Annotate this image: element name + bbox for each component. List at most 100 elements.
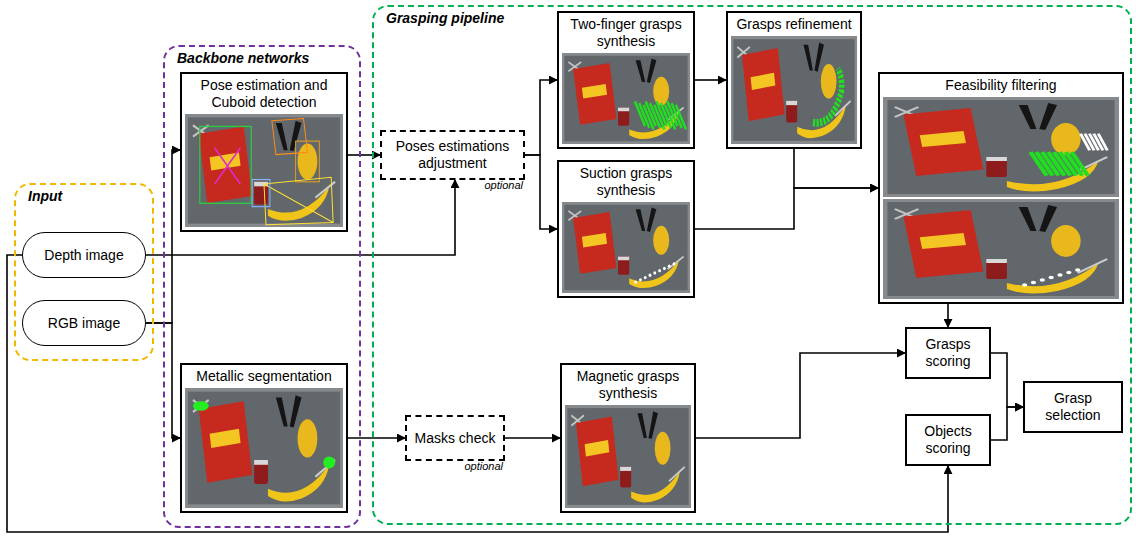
table-surface <box>565 405 691 508</box>
input-pill: RGB image <box>22 300 146 346</box>
mustard-bottle <box>655 432 671 465</box>
group-title: Grasping pipeline <box>386 10 504 27</box>
optional-step-box: Poses estimations adjustmentoptional <box>380 130 525 180</box>
soup-can-lid <box>620 467 631 471</box>
process-box: Two-finger grasps synthesis <box>557 11 695 149</box>
process-box: Suction grasps synthesis <box>557 160 695 298</box>
soup-can-lid <box>986 157 1007 161</box>
clamp <box>1039 103 1057 130</box>
feasible-suction-point <box>1031 281 1036 285</box>
connector <box>991 353 1023 407</box>
clamp <box>647 207 657 232</box>
connector <box>348 154 380 156</box>
feasible-suction-point <box>1057 273 1062 277</box>
process-box: Grasps refinement <box>726 11 862 149</box>
cracker-box-label <box>582 233 607 248</box>
soup-can <box>620 467 631 488</box>
two-finger-grasp <box>675 104 687 130</box>
box-label: Poses estimations adjustment <box>388 138 517 172</box>
clamp <box>290 395 302 427</box>
soup-can-lid <box>786 101 797 105</box>
feasible-grasp <box>1070 151 1090 176</box>
clamp <box>636 209 646 231</box>
suction-point <box>663 267 666 270</box>
group-region: InputDepth imageRGB image <box>14 183 154 361</box>
optional-step-box: Masks checkoptional <box>405 415 505 461</box>
box-label: Grasps scoring <box>911 336 985 370</box>
box-label: Feasibility filtering <box>884 77 1118 94</box>
box-label: Grasp selection <box>1029 390 1117 424</box>
connector <box>7 255 948 532</box>
connector <box>695 79 726 81</box>
mustard-bottle <box>821 64 837 99</box>
banana <box>1007 263 1098 294</box>
table-mat <box>567 408 688 505</box>
cuboid-wireframe <box>252 180 270 207</box>
banana <box>631 471 680 502</box>
box-label: Depth image <box>44 247 123 264</box>
process-box: Metallic segmentation <box>180 363 348 513</box>
table-mat <box>887 202 1114 296</box>
cuboid-wireframe <box>264 177 333 224</box>
table-mat <box>564 56 687 142</box>
cracker-box <box>904 210 984 278</box>
feasible-suction-point <box>1066 271 1071 275</box>
box-label: Metallic segmentation <box>186 368 342 385</box>
cracker-box <box>573 212 616 274</box>
box-label: Pose estimation and Cuboid detection <box>186 77 342 111</box>
scene-illustration <box>565 405 691 508</box>
clamp <box>276 398 288 427</box>
scene-illustration <box>883 199 1119 299</box>
process-box: Objects scoring <box>905 414 991 466</box>
suction-point <box>668 265 671 268</box>
group-title: Backbone networks <box>177 50 309 67</box>
scene-illustration <box>185 388 343 508</box>
box-label: Objects scoring <box>911 423 985 457</box>
clamp <box>637 413 646 438</box>
connector <box>696 353 905 438</box>
mustard-bottle <box>653 77 669 106</box>
scene-illustration <box>185 114 343 227</box>
connector <box>348 437 405 439</box>
process-box: Grasps scoring <box>905 327 991 379</box>
connector <box>505 437 560 439</box>
box-label: Grasps refinement <box>732 16 856 33</box>
soup-can <box>986 259 1007 279</box>
mustard-bottle <box>1051 225 1081 257</box>
cracker-box-label <box>920 233 966 249</box>
clamp <box>648 411 657 439</box>
input-pill: Depth image <box>22 232 146 278</box>
feasible-suction-point <box>1048 276 1053 280</box>
banana <box>268 465 329 502</box>
connector <box>991 407 1023 440</box>
scene-illustration <box>562 53 690 144</box>
process-box: Pose estimation and Cuboid detection <box>180 72 348 232</box>
table-mat <box>887 100 1114 194</box>
metal-mask <box>193 401 209 411</box>
optional-note: optional <box>484 179 523 192</box>
suction-point <box>639 278 642 281</box>
soup-can <box>986 157 1007 177</box>
clamp <box>1019 207 1037 231</box>
table-mat <box>188 117 340 223</box>
feasible-suction-point <box>1075 268 1080 272</box>
suction-point <box>658 269 661 272</box>
suction-point <box>653 271 656 274</box>
cracker-box-label <box>920 131 966 147</box>
feasible-suction-point <box>1022 283 1027 287</box>
clamp <box>636 60 646 82</box>
soup-can-lid <box>618 108 629 112</box>
group-region: Backbone networksPose estimation and Cub… <box>163 45 361 528</box>
cuboid-wireframe <box>272 119 308 155</box>
clamp <box>1019 105 1037 129</box>
group-region: Grasping pipelinePoses estimations adjus… <box>372 5 1132 525</box>
table-surface <box>185 114 343 227</box>
banana <box>629 260 679 288</box>
box-label: Suction grasps synthesis <box>563 165 689 199</box>
soup-can <box>618 108 629 126</box>
rejected-grasp <box>1097 133 1109 151</box>
connector <box>947 304 949 327</box>
feasible-suction-point <box>1040 278 1045 282</box>
process-box: Grasp selection <box>1023 381 1123 433</box>
